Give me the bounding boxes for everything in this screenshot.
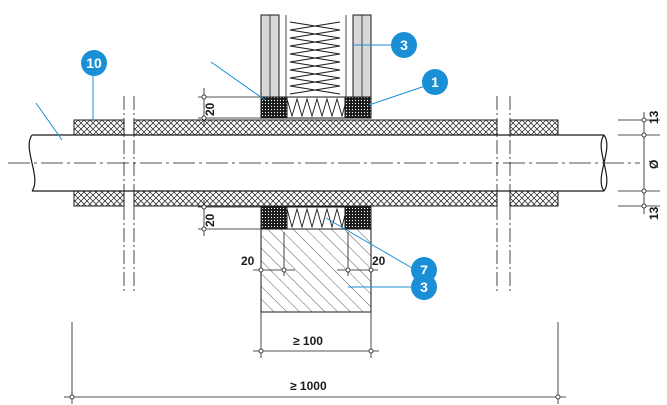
break-lines: [123, 96, 511, 292]
callout-3-top: 3: [391, 32, 417, 58]
svg-text:3: 3: [400, 37, 408, 53]
upper-seal: [260, 96, 372, 119]
svg-text:3: 3: [420, 279, 428, 295]
dim-right-stack: [618, 112, 660, 214]
dim-gap-top-label: 20: [203, 102, 217, 116]
svg-text:7: 7: [420, 262, 428, 278]
dim-insulation-top-label: 13: [647, 110, 661, 124]
callout-1: 1: [422, 69, 448, 95]
upper-wall: [260, 14, 372, 98]
svg-text:1: 1: [431, 74, 439, 90]
dim-gap-top: [198, 88, 262, 125]
dim-diameter-label: Ø: [647, 160, 661, 169]
callout-10: 10: [81, 50, 107, 76]
dim-gap-right-label: 20: [372, 254, 386, 268]
lower-wall: [260, 228, 372, 313]
dim-wall-min-label: ≥ 100: [293, 334, 323, 348]
leader-lines: [35, 44, 426, 288]
dim-sleeve-min: [64, 322, 566, 404]
dim-insulation-bottom-label: 13: [647, 206, 661, 220]
lower-seal: [260, 206, 372, 230]
insulation-top: [73, 119, 559, 136]
dim-wall-min: [253, 312, 379, 358]
dim-sleeve-min-label: ≥ 1000: [290, 379, 327, 393]
dim-gap-sides: [253, 232, 378, 276]
callout-3-bottom: 3: [411, 274, 437, 300]
insulation-bottom: [73, 190, 559, 207]
dim-gap-bottom-label: 20: [203, 213, 217, 227]
dim-gap-bottom: [198, 200, 262, 236]
dim-gap-left-label: 20: [241, 254, 255, 268]
svg-text:10: 10: [86, 55, 102, 71]
